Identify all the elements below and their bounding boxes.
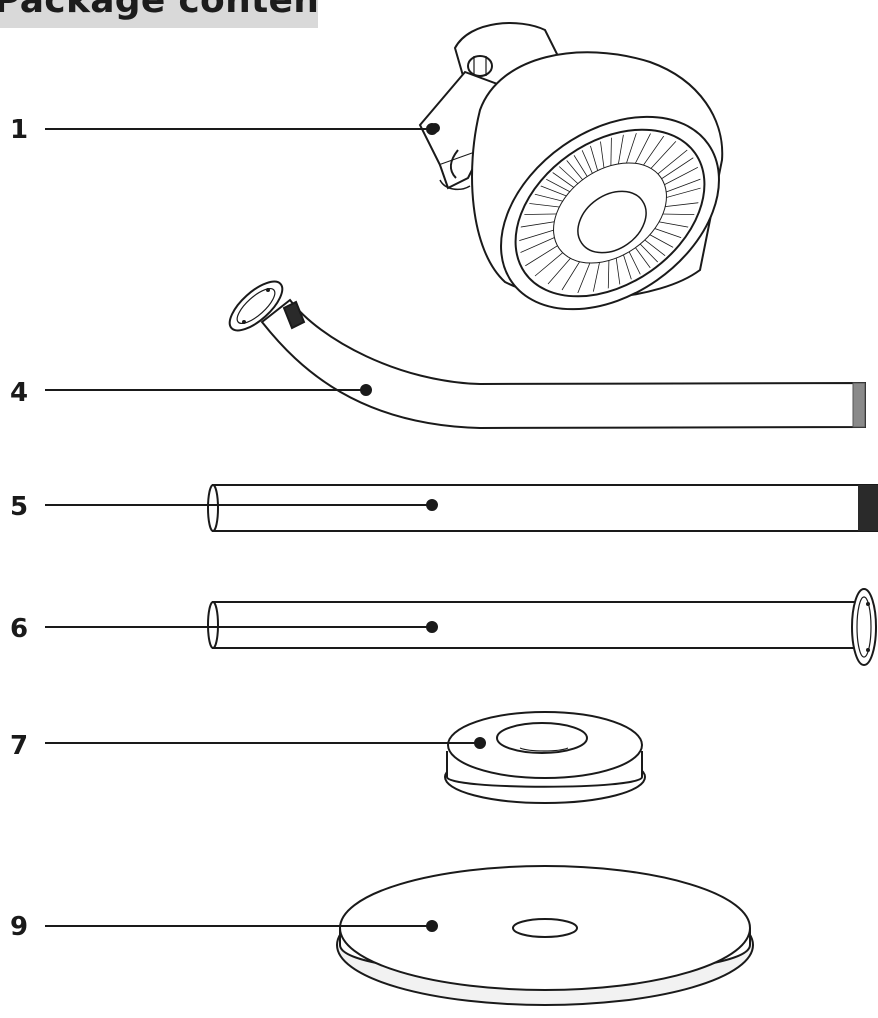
leader-lines	[45, 123, 486, 932]
fan-head-part	[418, 22, 726, 311]
part-number-7: 7	[10, 731, 29, 761]
base-tube-part	[207, 588, 877, 666]
part-number-9: 9	[10, 912, 29, 942]
leader-dot-5	[426, 499, 438, 511]
leader-dot-1	[426, 123, 438, 135]
leader-dot-4	[360, 384, 372, 396]
leader-dot-9	[426, 920, 438, 932]
base-plate-part	[336, 865, 754, 1006]
straight-tube-part	[207, 484, 878, 532]
leader-dot-7	[474, 737, 486, 749]
leader-dot-6	[426, 621, 438, 633]
part-number-1: 1	[10, 115, 29, 145]
curved-pole-part	[228, 280, 866, 430]
part-number-5: 5	[10, 492, 29, 522]
part-number-4: 4	[10, 378, 29, 408]
section-title: Package contents	[0, 0, 318, 21]
part-number-6: 6	[10, 614, 29, 644]
collar-ring-part	[444, 711, 646, 804]
section-header: Package contents	[0, 0, 318, 28]
